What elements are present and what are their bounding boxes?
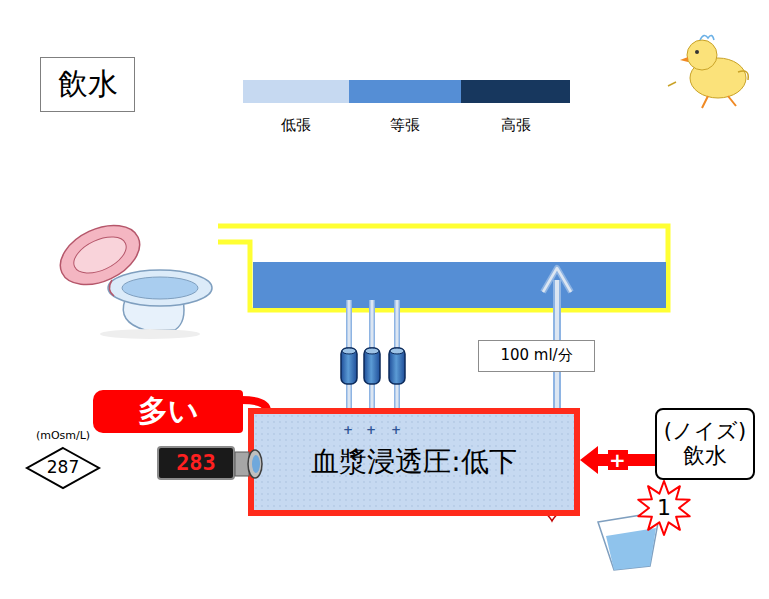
channel-cylinder-top <box>390 348 404 354</box>
lens-body <box>235 452 249 476</box>
lens-glass <box>248 450 262 478</box>
lens-inner <box>252 455 260 473</box>
plus-mark: + <box>391 424 401 436</box>
node-text: 飲水 <box>683 443 727 468</box>
setpoint-diamond: (mOsm/L)287 <box>25 446 101 490</box>
node-text: 血漿浸透圧:低下 <box>311 446 516 478</box>
legend-text: 高張 <box>461 118 570 133</box>
water-flow-arrows <box>341 300 405 424</box>
connector <box>580 446 655 474</box>
channel-cylinder <box>341 348 357 384</box>
arrow-head <box>580 446 598 474</box>
node-text: 283 <box>176 450 216 475</box>
star-burst: 1 <box>637 481 691 535</box>
toilet-illustration <box>51 214 212 339</box>
callout-many: 多い <box>93 390 243 433</box>
channel-cylinder <box>364 348 380 384</box>
dot-fill <box>254 414 574 510</box>
tubule-tank <box>218 226 668 310</box>
rate-label-box: 100 ml/分 <box>478 340 595 372</box>
legend-text: 等張 <box>349 118 461 133</box>
plus-mark: + <box>366 424 376 436</box>
plus-mark: + <box>343 424 353 436</box>
title-box: 飲水 <box>40 57 135 112</box>
channel-cylinder-top <box>342 348 356 354</box>
diamond-shape <box>27 448 99 488</box>
plasma-box: 血漿浸透圧:低下 <box>248 408 580 516</box>
legend-text: 低張 <box>243 118 349 133</box>
noise-box: (ノイズ)飲水 <box>655 408 755 480</box>
chick-illustration <box>668 35 748 108</box>
legend-swatch <box>243 80 349 103</box>
legend-swatch <box>349 80 461 103</box>
edge-label: + <box>608 450 628 470</box>
node-text: 多い <box>138 394 199 429</box>
node-text: (ノイズ) <box>664 419 746 443</box>
node-text: 100 ml/分 <box>500 347 572 364</box>
unit-label: (mOsm/L) <box>25 430 101 443</box>
channel-cylinder-top <box>365 348 379 354</box>
star-shape <box>638 481 689 535</box>
legend-swatch <box>461 80 570 103</box>
node-text: 287 <box>47 458 79 478</box>
channel-cylinder <box>389 348 405 384</box>
osmolality-display: 283 <box>157 446 235 480</box>
node-text: 1 <box>657 495 671 520</box>
